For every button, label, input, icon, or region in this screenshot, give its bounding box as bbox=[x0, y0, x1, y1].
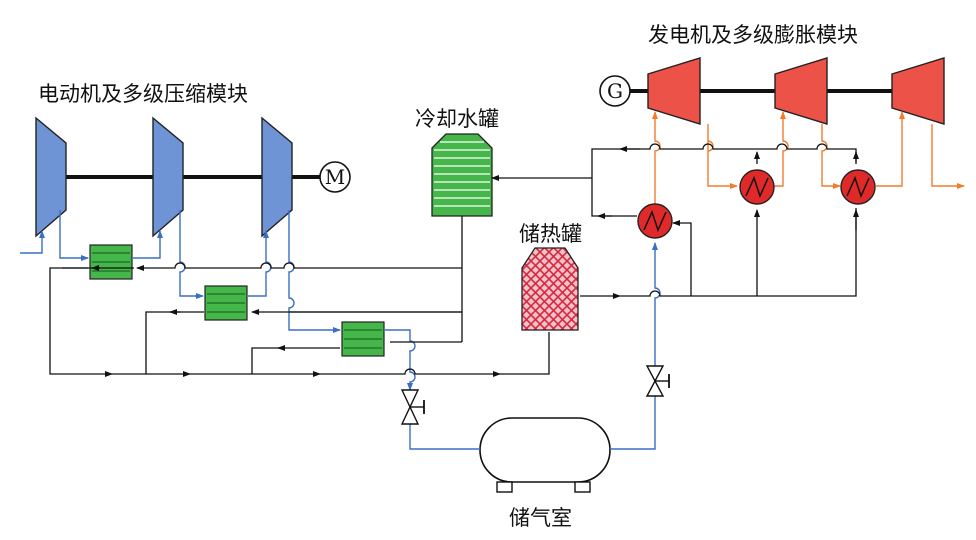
hot-air-line bbox=[652, 111, 965, 209]
turbine-stage-3 bbox=[891, 57, 945, 125]
motor-icon: M bbox=[319, 161, 351, 193]
compressor-stage-1 bbox=[35, 116, 67, 238]
turbine-train: G bbox=[599, 57, 945, 125]
generator-module-title: 发电机及多级膨胀模块 bbox=[648, 23, 858, 47]
gas-storage-vessel bbox=[479, 417, 611, 493]
intercooler-2 bbox=[204, 285, 248, 321]
heat-storage-tank bbox=[521, 247, 579, 331]
heater-2 bbox=[739, 169, 775, 205]
cooling-tank-label: 冷却水罐 bbox=[415, 107, 499, 131]
heater-1 bbox=[637, 203, 673, 239]
intercooler-1 bbox=[89, 244, 133, 280]
turbine-stage-2 bbox=[774, 57, 828, 125]
motor-symbol: M bbox=[325, 165, 345, 189]
inlet-valve bbox=[400, 389, 425, 425]
generator-icon: G bbox=[599, 75, 631, 107]
heater-3 bbox=[840, 169, 876, 205]
gas-storage-label: 储气室 bbox=[509, 506, 572, 530]
turbine-stage-1 bbox=[647, 57, 701, 125]
intercooler-3 bbox=[341, 321, 385, 357]
generator-symbol: G bbox=[607, 79, 623, 103]
compressor-train: M bbox=[35, 116, 351, 238]
outlet-valve bbox=[645, 365, 670, 397]
compressor-stage-3 bbox=[261, 116, 293, 238]
compressor-stage-2 bbox=[152, 116, 184, 238]
motor-module-title: 电动机及多级压缩模块 bbox=[38, 82, 248, 106]
water-network bbox=[49, 143, 859, 377]
cooling-water-tank bbox=[431, 133, 493, 217]
heat-tank-label: 储热罐 bbox=[519, 222, 582, 246]
